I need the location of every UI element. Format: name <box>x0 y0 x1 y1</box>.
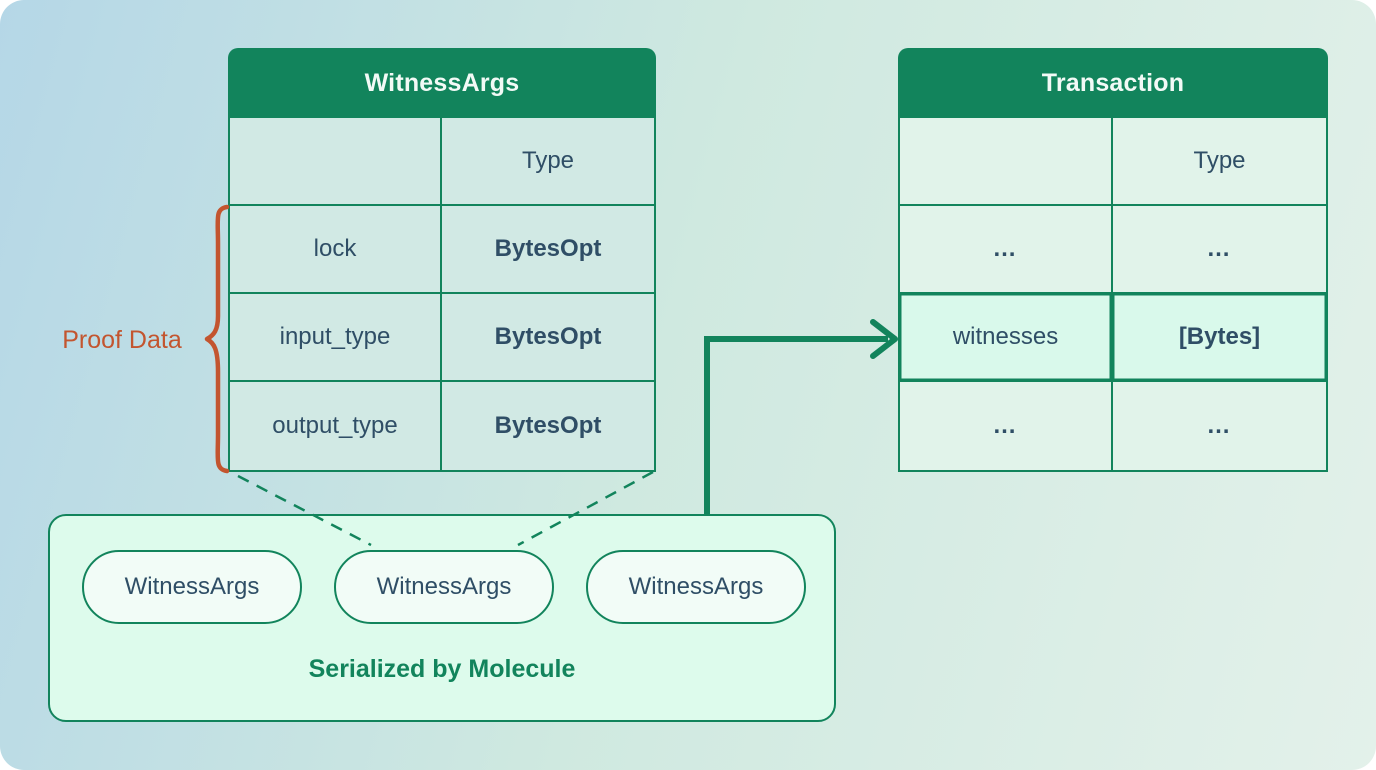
transaction-corner-cell <box>900 118 1113 206</box>
transaction-table-body: Type … … witnesses [Bytes] … … <box>898 118 1328 472</box>
witnessargs-type-lock: BytesOpt <box>442 206 654 294</box>
transaction-field-witnesses: witnesses <box>900 294 1113 382</box>
transaction-type-ellipsis-bottom: … <box>1113 382 1326 470</box>
witnessargs-type-input-type: BytesOpt <box>442 294 654 382</box>
witnessargs-field-lock: lock <box>230 206 442 294</box>
transaction-type-column-header: Type <box>1113 118 1326 206</box>
witnessargs-corner-cell <box>230 118 442 206</box>
witnesses-arrow-head <box>870 319 898 359</box>
serialization-box: WitnessArgs WitnessArgs WitnessArgs Seri… <box>48 514 836 722</box>
transaction-table: Transaction Type … … witnesses [Bytes] …… <box>898 48 1328 472</box>
transaction-table-title: Transaction <box>898 48 1328 118</box>
proof-data-label: Proof Data <box>62 326 182 354</box>
witnessargs-field-output-type: output_type <box>230 382 442 470</box>
witnessargs-field-input-type: input_type <box>230 294 442 382</box>
witnesses-arrow-line <box>704 336 888 514</box>
transaction-type-ellipsis-top: … <box>1113 206 1326 294</box>
witnessargs-pill: WitnessArgs <box>586 550 806 624</box>
transaction-field-ellipsis-top: … <box>900 206 1113 294</box>
witnessargs-table-title: WitnessArgs <box>228 48 656 118</box>
witnessargs-type-output-type: BytesOpt <box>442 382 654 470</box>
transaction-type-witnesses: [Bytes] <box>1113 294 1326 382</box>
witnessargs-table: WitnessArgs Type lock BytesOpt input_typ… <box>228 48 656 472</box>
witnessargs-type-column-header: Type <box>442 118 654 206</box>
serialized-by-molecule-caption: Serialized by Molecule <box>308 655 576 683</box>
witnessargs-pill: WitnessArgs <box>82 550 302 624</box>
transaction-field-ellipsis-bottom: … <box>900 382 1113 470</box>
witnessargs-table-body: Type lock BytesOpt input_type BytesOpt o… <box>228 118 656 472</box>
proof-data-brace-icon <box>204 204 230 474</box>
witnessargs-pill: WitnessArgs <box>334 550 554 624</box>
